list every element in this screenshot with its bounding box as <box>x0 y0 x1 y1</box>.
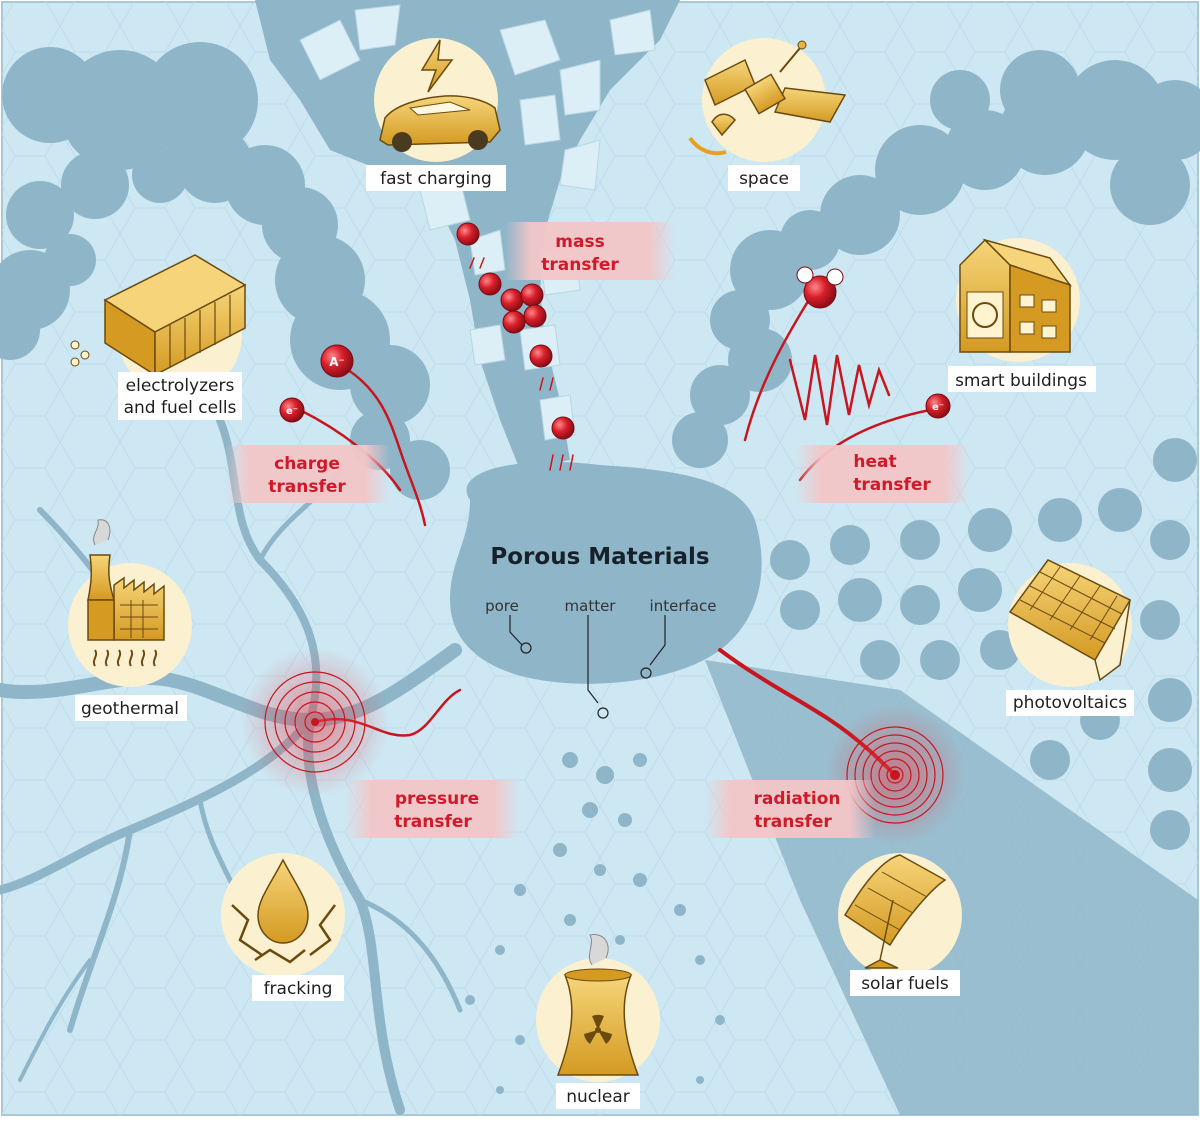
radiation-transfer-line2: transfer <box>754 812 832 832</box>
radiation-transfer-line1: radiation <box>753 789 840 809</box>
radiation-transfer-label: radiation transfer <box>705 780 875 838</box>
glass-shards <box>299 4 656 441</box>
bubble-chain-right <box>672 50 1200 468</box>
charge-transfer-label: charge transfer <box>225 445 390 503</box>
electric-car-icon <box>379 95 501 152</box>
interface-label: interface <box>650 597 717 615</box>
center-title: Porous Materials <box>490 544 709 570</box>
electrolyzers-app: electrolyzers and fuel cells <box>70 254 247 420</box>
fast-charging-app: fast charging <box>366 38 506 191</box>
solar-fuels-label: solar fuels <box>861 974 949 994</box>
heat-transfer-line1: heat <box>853 452 896 472</box>
central-pore-body <box>450 461 762 684</box>
charge-transfer-line2: transfer <box>268 477 346 497</box>
satellite-icon <box>688 40 847 156</box>
smart-buildings-label: smart buildings <box>955 371 1087 391</box>
mass-transfer-line2: transfer <box>541 255 619 275</box>
nuclear-label: nuclear <box>566 1087 629 1107</box>
anion-label: A⁻ <box>329 355 345 369</box>
electron-particle-right: e⁻ <box>925 393 951 419</box>
power-plant-icon <box>87 519 165 667</box>
electrolyzers-label-line1: electrolyzers <box>126 376 235 396</box>
solar-fuels-app: solar fuels <box>838 853 962 996</box>
geothermal-app: geothermal <box>68 519 192 721</box>
recycle-icon <box>972 302 998 328</box>
mass-particles <box>456 222 575 440</box>
photovoltaics-app: photovoltaics <box>1006 559 1134 716</box>
cooling-tower-icon <box>556 934 640 1076</box>
electron-label-left: e⁻ <box>286 406 298 417</box>
electron-label-right: e⁻ <box>932 402 944 413</box>
fuel-cell-stack-icon <box>70 254 247 377</box>
molecule-icon <box>796 266 844 309</box>
anion-trail <box>343 366 427 527</box>
heat-wave <box>788 354 891 426</box>
pressure-transfer-label: pressure transfer <box>345 780 520 838</box>
photovoltaics-label: photovoltaics <box>1013 693 1127 713</box>
heat-transfer-line2: transfer <box>853 475 931 495</box>
space-label: space <box>739 169 789 189</box>
heat-transfer-label: heat transfer <box>795 445 970 503</box>
debris-bottom <box>465 752 725 1094</box>
radiation-ripples <box>846 726 944 824</box>
geothermal-label: geothermal <box>81 699 179 719</box>
fast-charging-label: fast charging <box>380 169 492 189</box>
mass-transfer-label: mass transfer <box>505 222 675 280</box>
space-app: space <box>688 38 847 191</box>
pore-annotation <box>509 615 666 719</box>
electron-particle-left: e⁻ <box>279 397 305 423</box>
pore-label: pore <box>485 597 519 615</box>
radiation-symbol-icon <box>584 1014 612 1044</box>
charge-transfer-line1: charge <box>274 454 340 474</box>
bubble-chain-left <box>0 42 450 500</box>
pressure-transfer-line2: transfer <box>394 812 472 832</box>
anion-particle: A⁻ <box>320 344 354 378</box>
smart-buildings-app: smart buildings <box>948 238 1096 392</box>
heat-trail <box>743 288 817 442</box>
solar-concentrator-icon <box>843 854 947 969</box>
mass-transfer-line1: mass <box>555 232 604 252</box>
lightning-bolt-icon <box>420 39 454 93</box>
solar-panel-icon <box>1008 559 1132 682</box>
pressure-transfer-line1: pressure <box>395 789 479 809</box>
pressure-ripples <box>264 671 366 773</box>
fracking-label: fracking <box>264 979 333 999</box>
electrolyzers-label-line2: and fuel cells <box>124 398 237 418</box>
fracking-app: fracking <box>221 853 345 1001</box>
oil-drop-icon <box>231 858 336 964</box>
nuclear-app: nuclear <box>536 934 660 1109</box>
house-icon <box>959 238 1073 353</box>
matter-label: matter <box>565 597 617 615</box>
